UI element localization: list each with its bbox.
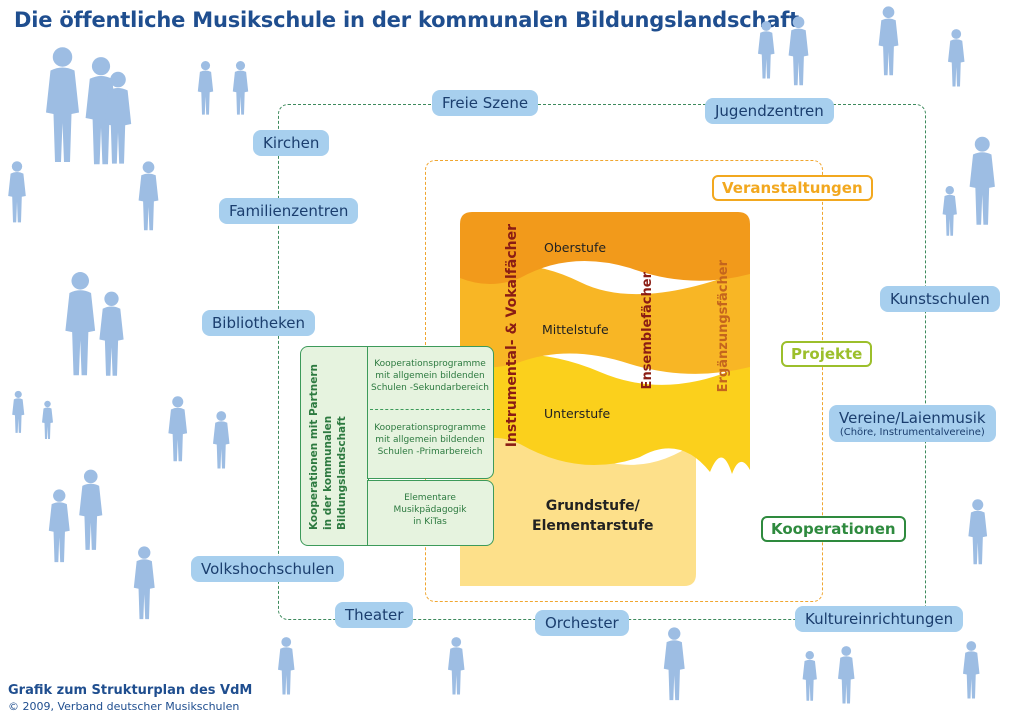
person-silhouette [79,469,103,550]
grundstufe-label: Grundstufe/ [545,498,640,514]
tag-veranstaltungen: Veranstaltungen [712,175,873,201]
kooperation-sekundar: Kooperationsprogramme mit allgemein bild… [369,358,491,394]
kooperation-panel: Kooperationen mit Partnern in der kommun… [300,346,494,546]
person-silhouette [168,396,188,462]
stage-grundstufe: Grundstufe/ Elementarstufe [532,496,654,536]
core-structure: Oberstufe Mittelstufe Unterstufe Grundst… [460,212,750,586]
partner-orchester: Orchester [535,610,629,636]
partner-familienzentren: Familienzentren [219,198,359,224]
tag-kooperationen: Kooperationen [761,516,906,542]
sek-line3: Schulen -Sekundarbereich [371,383,489,393]
person-silhouette [46,47,79,162]
person-silhouette [104,71,132,164]
credit-copyright: © 2009, Verband deutscher Musikschulen [8,700,240,713]
partner-jugendzentren: Jugendzentren [705,98,834,124]
elementarstufe-label: Elementarstufe [532,518,654,534]
elem-line3: in KiTas [413,517,447,527]
stage-mittelstufe: Mittelstufe [542,322,609,337]
tag-projekte: Projekte [781,341,873,367]
partner-volkshochschulen: Volkshochschulen [191,556,345,582]
kooperation-kita-box [367,480,494,546]
kooperation-side-line3: Bildungslandschaft [336,416,348,531]
person-silhouette [65,272,96,376]
stage-oberstufe: Oberstufe [544,240,607,255]
person-silhouette [758,21,775,79]
person-silhouette [8,161,26,223]
partner-vereine-sublabel: (Chöre, Instrumentalvereine) [839,427,985,438]
credit-title: Grafik zum Strukturplan des VdM [8,683,253,698]
person-silhouette [802,650,817,701]
partner-kunstschulen: Kunstschulen [880,286,1000,312]
person-silhouette [278,637,295,695]
person-silhouette [963,641,980,699]
core-layers [460,212,750,586]
layer-mittelstufe [460,264,750,374]
person-silhouette [968,499,988,565]
partner-vereine: Vereine/Laienmusik (Chöre, Instrumentalv… [829,405,996,442]
layer-unterstufe [460,354,750,474]
person-silhouette [948,29,965,87]
person-silhouette [213,411,230,469]
partner-theater: Theater [335,602,414,628]
partner-vereine-label: Vereine/Laienmusik [839,409,986,427]
kooperation-schulen-box [367,346,494,479]
elem-line1: Elementare [404,493,456,503]
person-silhouette [838,646,855,704]
elem-line2: Musikpädagogik [393,505,467,515]
person-silhouette [942,185,957,236]
person-silhouette [48,489,70,563]
kooperation-divider [370,409,490,410]
person-silhouette [788,16,809,86]
sek-line2: mit allgemein bildenden [375,371,485,381]
person-silhouette [133,546,155,620]
partner-freie-szene: Freie Szene [432,90,539,116]
person-silhouette [12,390,25,433]
person-silhouette [197,61,214,115]
kooperation-side-label: Kooperationen mit Partnern in der kommun… [307,364,349,530]
person-silhouette [138,161,159,231]
layer-grundstufe [460,434,696,586]
prim-line2: mit allgemein bildenden [375,435,485,445]
label-ergaenzungsfaecher: Ergänzungsfächer [716,260,731,393]
prim-line3: Schulen -Primarbereich [377,447,483,457]
sek-line1: Kooperationsprogramme [374,359,486,369]
partner-kultureinrichtungen: Kultureinrichtungen [795,606,964,632]
person-silhouette [448,637,465,695]
kooperation-side-line1: Kooperationen mit Partnern [308,364,320,531]
person-silhouette [969,136,995,225]
person-silhouette [878,6,899,76]
partner-kirchen: Kirchen [253,130,330,156]
partner-bibliotheken: Bibliotheken [202,310,315,336]
kooperation-elementar: Elementare Musikpädagogik in KiTas [369,492,491,528]
person-silhouette [232,61,249,115]
kooperation-primar: Kooperationsprogramme mit allgemein bild… [369,422,491,458]
prim-line1: Kooperationsprogramme [374,423,486,433]
layer-oberstufe [460,212,750,284]
label-instrumental-vokal: Instrumental- & Vokalfächer [504,224,520,448]
person-silhouette [99,291,124,376]
person-silhouette [663,627,685,701]
page-title: Die öffentliche Musikschule in der kommu… [14,8,800,32]
label-ensemblefaecher: Ensemblefächer [640,272,655,390]
kooperation-side-line2: in der kommunalen [322,415,334,531]
stage-unterstufe: Unterstufe [544,406,611,421]
person-silhouette [42,400,53,439]
